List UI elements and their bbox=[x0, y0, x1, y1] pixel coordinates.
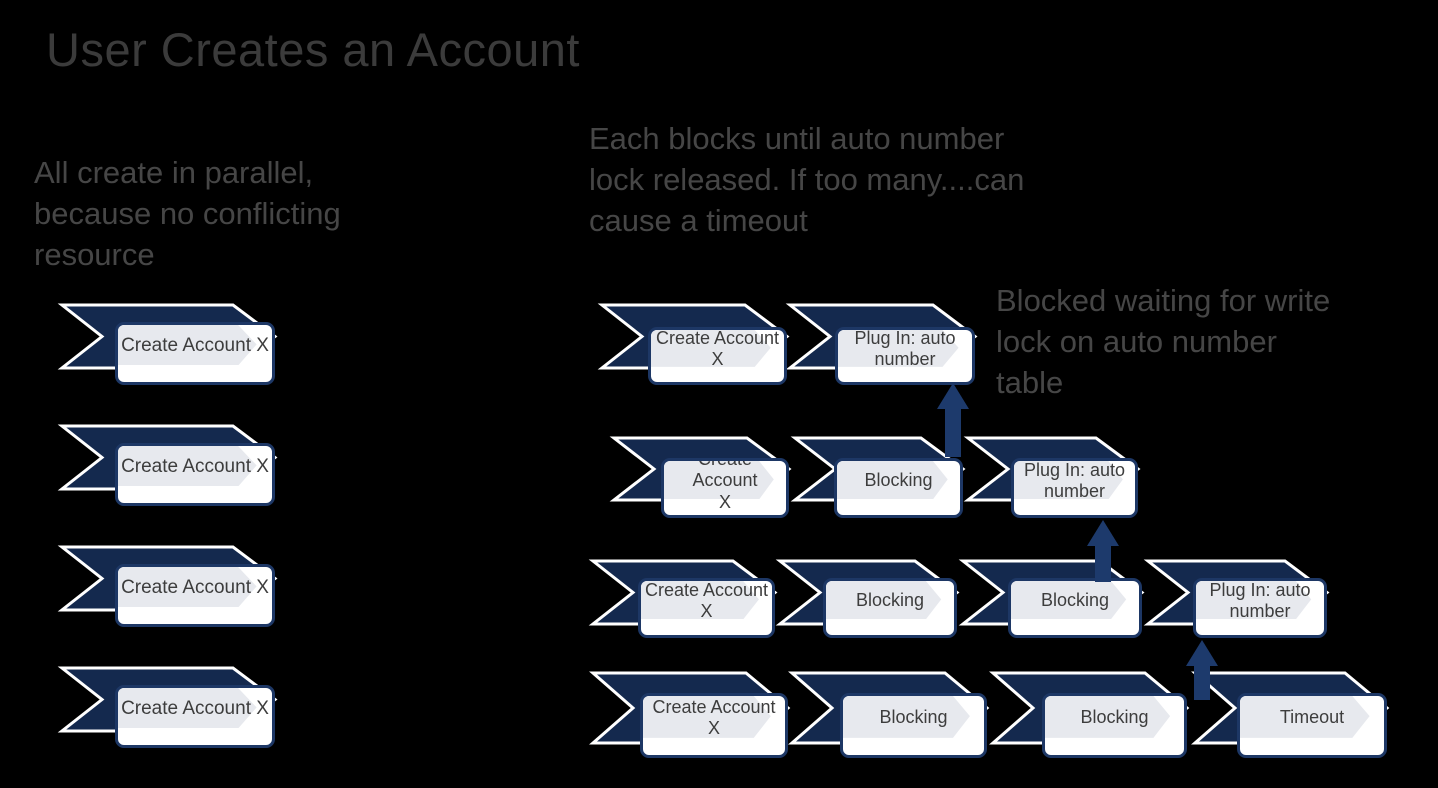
process-box-label: Create Account X bbox=[655, 328, 780, 370]
up-arrow-icon bbox=[1087, 520, 1119, 582]
inner-arrow-icon bbox=[641, 581, 759, 620]
process-box: Blocking bbox=[1042, 693, 1187, 758]
inner-arrow-icon bbox=[837, 461, 948, 500]
process-box: Create Account X bbox=[661, 458, 789, 518]
up-arrow-shaft bbox=[1095, 544, 1111, 582]
process-box-label: Blocking bbox=[879, 707, 948, 728]
inner-arrow-icon bbox=[838, 330, 959, 367]
process-box: Blocking bbox=[840, 693, 987, 758]
up-arrow-head bbox=[1186, 640, 1218, 666]
inner-arrow-icon bbox=[1240, 696, 1370, 738]
process-box-label: Blocking bbox=[1040, 590, 1110, 611]
process-box-label: Plug In: auto number bbox=[1023, 459, 1126, 501]
inner-arrow-icon bbox=[118, 567, 257, 608]
process-box-label: Create Account X bbox=[121, 576, 269, 598]
process-box-label: Create Account X bbox=[644, 579, 769, 621]
up-arrow-icon bbox=[937, 383, 969, 457]
process-box-label: Create Account X bbox=[121, 455, 269, 477]
process-box: Timeout bbox=[1237, 693, 1387, 758]
process-box-label: Blocking bbox=[855, 590, 925, 611]
inner-arrow-icon bbox=[118, 325, 257, 366]
process-box: Create Account X bbox=[638, 578, 775, 638]
page-title: User Creates an Account bbox=[46, 23, 580, 76]
inner-arrow-icon bbox=[118, 446, 257, 487]
up-arrow-shaft bbox=[945, 407, 961, 457]
inner-arrow-icon bbox=[826, 581, 942, 620]
process-box-label: Create Account X bbox=[121, 697, 269, 719]
process-box-label: Create Account X bbox=[121, 334, 269, 356]
process-box: Plug In: auto number bbox=[835, 327, 975, 385]
process-box: Create Account X bbox=[115, 685, 275, 748]
process-box: Create Account X bbox=[115, 564, 275, 627]
up-arrow-icon bbox=[1186, 640, 1218, 700]
process-box-label: Blocking bbox=[864, 470, 933, 491]
process-box-label: Create Account X bbox=[692, 458, 758, 512]
inner-arrow-icon bbox=[843, 696, 970, 738]
inner-arrow-icon bbox=[1011, 581, 1127, 620]
annotation-parallel: All create in parallel, because no confl… bbox=[34, 155, 341, 273]
up-arrow-head bbox=[1087, 520, 1119, 546]
process-box: Blocking bbox=[1008, 578, 1142, 638]
process-box: Create Account X bbox=[115, 443, 275, 506]
process-box: Create Account X bbox=[640, 693, 788, 758]
process-box: Blocking bbox=[823, 578, 957, 638]
annotation-blocked-waiting: Blocked waiting for write lock on auto n… bbox=[996, 283, 1331, 401]
process-box: Create Account X bbox=[648, 327, 787, 385]
inner-arrow-icon bbox=[664, 461, 774, 500]
process-box: Plug In: auto number bbox=[1011, 458, 1138, 518]
process-box-label: Plug In: auto number bbox=[854, 328, 956, 370]
process-box-label: Create Account X bbox=[652, 696, 776, 738]
process-box: Plug In: auto number bbox=[1193, 578, 1327, 638]
process-box-label: Blocking bbox=[1080, 707, 1149, 728]
process-box: Create Account X bbox=[115, 322, 275, 385]
inner-arrow-icon bbox=[1196, 581, 1312, 620]
process-box-label: Timeout bbox=[1279, 707, 1345, 728]
up-arrow-shaft bbox=[1194, 664, 1210, 700]
inner-arrow-icon bbox=[643, 696, 771, 738]
inner-arrow-icon bbox=[651, 330, 771, 367]
up-arrow-head bbox=[937, 383, 969, 409]
inner-arrow-icon bbox=[1045, 696, 1171, 738]
inner-arrow-icon bbox=[1014, 461, 1123, 500]
process-box: Blocking bbox=[834, 458, 963, 518]
annotation-blocks: Each blocks until auto number lock relea… bbox=[589, 121, 1025, 239]
inner-arrow-icon bbox=[118, 688, 257, 729]
process-box-label: Plug In: auto number bbox=[1209, 579, 1311, 621]
